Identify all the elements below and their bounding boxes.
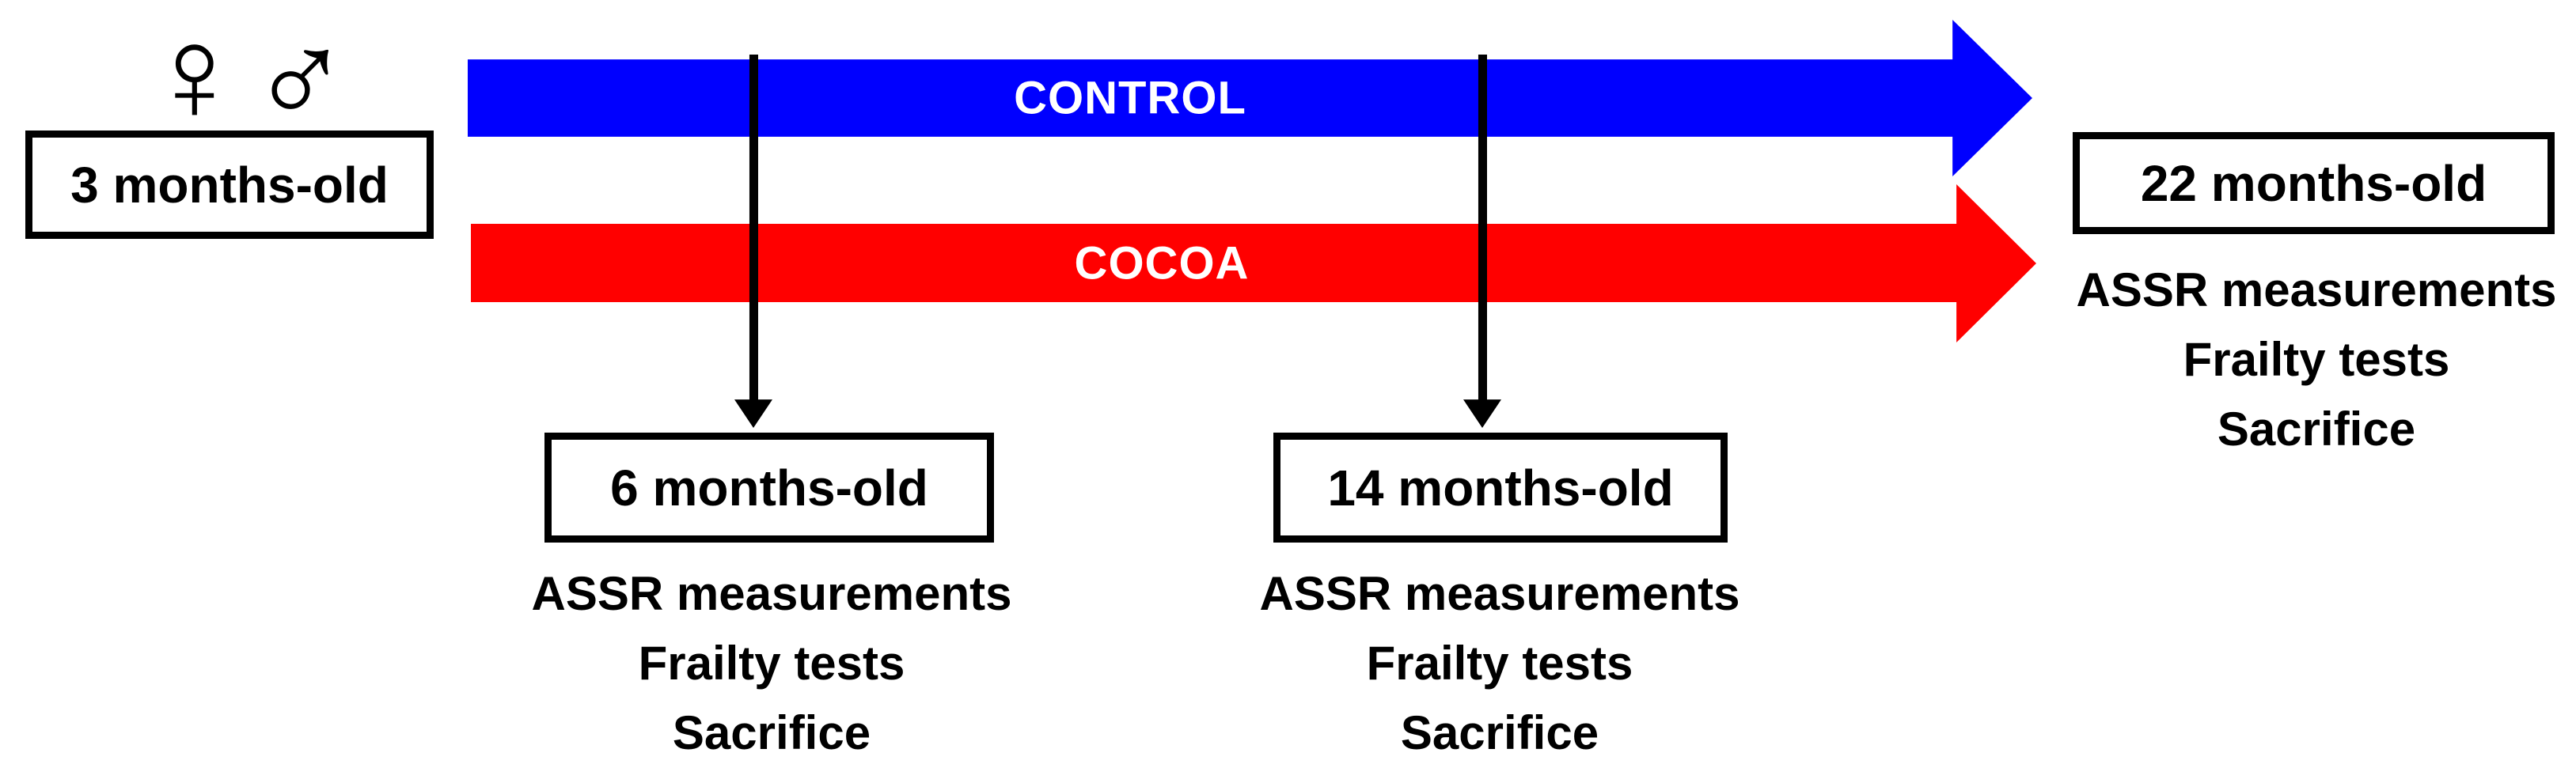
event-line: ASSR measurements (531, 567, 1012, 620)
female-icon: ♀ (144, 0, 250, 149)
age-box-3-months: 3 months-old (25, 130, 434, 239)
age-box-6-months-label: 6 months-old (610, 459, 928, 516)
cocoa-group-label: COCOA (1074, 237, 1250, 289)
event-line: Frailty tests (1366, 637, 1633, 690)
event-line: Frailty tests (638, 637, 905, 690)
age-box-22-months: 22 months-old (2073, 132, 2555, 234)
event-list-22-months: ASSR measurements Frailty tests Sacrific… (2077, 255, 2557, 464)
control-group-arrow (468, 20, 2032, 176)
age-box-6-months: 6 months-old (544, 433, 994, 543)
study-subjects-symbols: ♀♂ (144, 0, 355, 153)
event-line: Frailty tests (2183, 333, 2450, 386)
age-box-14-months: 14 months-old (1273, 433, 1728, 543)
event-line: Sacrifice (1400, 706, 1599, 759)
age-box-14-months-label: 14 months-old (1327, 459, 1674, 516)
event-line: ASSR measurements (2076, 263, 2557, 316)
cocoa-group-arrow (471, 184, 2036, 342)
event-list-6-months: ASSR measurements Frailty tests Sacrific… (532, 559, 1012, 768)
event-line: Sacrifice (2217, 403, 2416, 456)
male-icon: ♂ (249, 0, 355, 149)
age-box-22-months-label: 22 months-old (2140, 154, 2487, 212)
control-group-label: CONTROL (1014, 72, 1246, 124)
event-line: ASSR measurements (1259, 567, 1740, 620)
age-box-3-months-label: 3 months-old (70, 156, 389, 214)
event-list-14-months: ASSR measurements Frailty tests Sacrific… (1260, 559, 1740, 768)
event-line: Sacrifice (672, 706, 871, 759)
